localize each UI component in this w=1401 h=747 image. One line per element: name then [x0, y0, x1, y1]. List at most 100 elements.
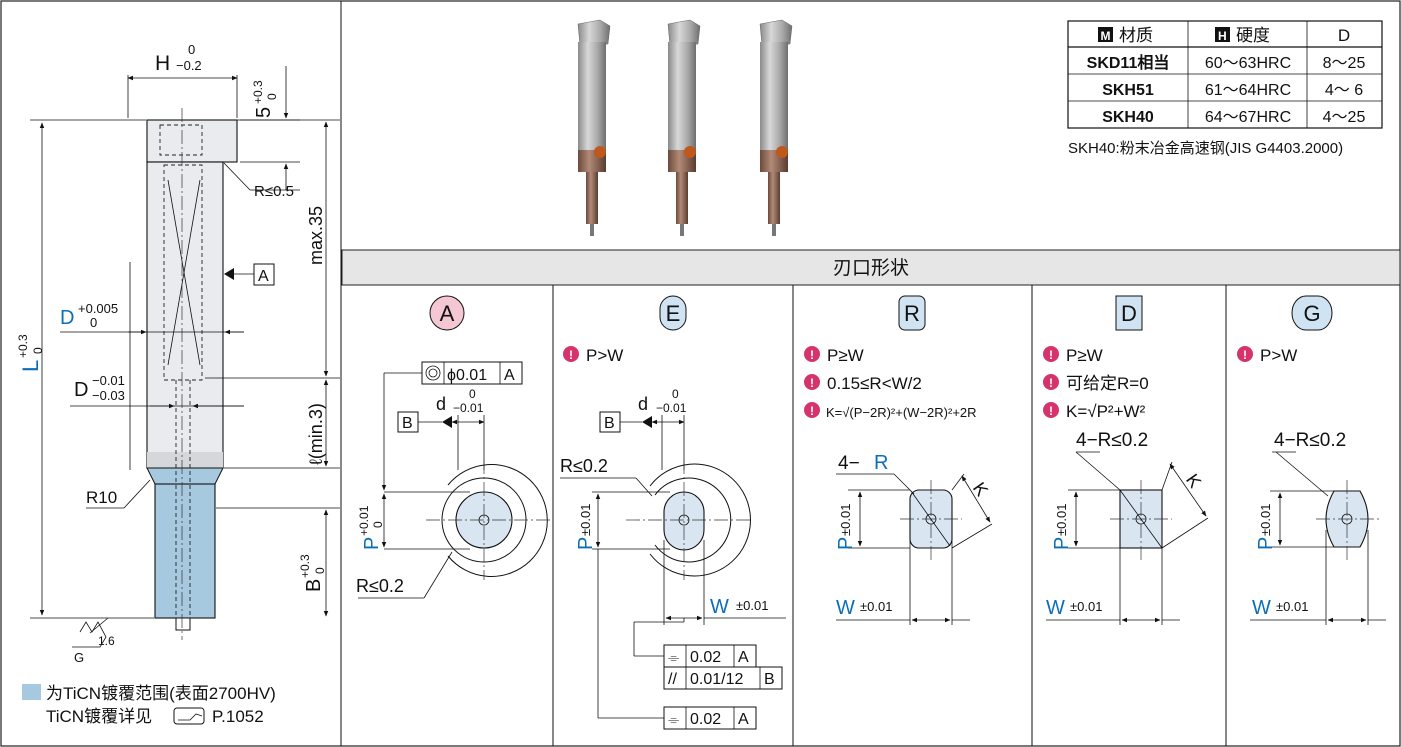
pointing-hand-icon	[173, 707, 205, 725]
caution-icon	[1043, 346, 1059, 362]
dim-h-upper: 0	[188, 42, 195, 57]
shape-badge-r: R	[898, 295, 926, 331]
svg-text:⌯: ⌯	[668, 649, 679, 665]
svg-text:B: B	[604, 415, 615, 432]
svg-text:⌯: ⌯	[668, 711, 679, 727]
svg-text:W: W	[836, 597, 855, 619]
caution-icon	[563, 346, 579, 362]
svg-text:G: G	[1303, 301, 1320, 326]
shape-g-drawing: 4−R≤0.2 P ±0.01 W ±0.01	[1250, 430, 1386, 625]
dim-d: D +0.005 0	[60, 262, 244, 470]
header-material: 材质	[1119, 26, 1153, 45]
dim-d2-upper: −0.01	[92, 373, 125, 388]
svg-text:!: !	[810, 348, 814, 362]
svg-text:R≤0.2: R≤0.2	[560, 456, 608, 476]
svg-text:E: E	[666, 301, 681, 326]
dim-b-lower: 0	[313, 567, 327, 574]
surface-value: 1.6	[98, 634, 115, 648]
svg-text:±0.01: ±0.01	[860, 599, 892, 614]
svg-text:R≤0.2: R≤0.2	[356, 576, 404, 596]
hardness-badge	[1215, 27, 1230, 42]
conditions-r: ! P≥W ! 0.15≤R<W/2 ! K=√(P−2R)²+(W−2R)²+…	[804, 346, 977, 420]
svg-text:!: !	[1243, 348, 1247, 362]
section-title: 刃口形状	[833, 257, 909, 279]
svg-text:P: P	[361, 537, 383, 550]
svg-text:B: B	[402, 415, 413, 432]
dim-h-label: H	[155, 52, 170, 75]
svg-text:A: A	[738, 649, 749, 666]
dim-d2: D −0.01 −0.03	[70, 373, 244, 409]
svg-text:P: P	[575, 537, 597, 550]
l-min-label: ℓ(min.3)	[306, 403, 326, 465]
row2-d: 4〜 6	[1325, 82, 1363, 99]
svg-text:P>W: P>W	[1260, 346, 1297, 365]
dim-d2-label: D	[74, 379, 88, 401]
svg-text:W: W	[1252, 597, 1271, 619]
shape-badge-d: D	[1115, 295, 1143, 331]
caution-icon	[1237, 346, 1253, 362]
svg-text:!: !	[810, 376, 814, 390]
svg-text:d: d	[436, 394, 446, 414]
dim-d-lower: 0	[90, 315, 97, 330]
dim-l-lower: 0	[31, 347, 45, 354]
row2-material: SKH51	[1102, 82, 1154, 99]
svg-text:±0.01: ±0.01	[1276, 599, 1308, 614]
svg-text:0: 0	[672, 387, 679, 401]
svg-text:K=√(P−2R)²+(W−2R)²+2R: K=√(P−2R)²+(W−2R)²+2R	[826, 405, 977, 420]
svg-text:P: P	[835, 537, 857, 550]
svg-text:W: W	[1046, 597, 1065, 619]
dim-max35: max.35	[205, 119, 340, 379]
surface-g-label: G	[74, 650, 84, 665]
svg-text:!: !	[1049, 404, 1053, 418]
svg-text:A: A	[738, 711, 749, 728]
svg-text:!: !	[1049, 376, 1053, 390]
svg-text:!: !	[569, 348, 573, 362]
hardness-badge-letter: H	[1218, 29, 1227, 43]
conditions-d: ! P≥W ! 可给定R=0 ! K=√P²+W²	[1043, 346, 1149, 421]
dim-5-label: 5	[253, 107, 275, 118]
dim-5-upper: +0.3	[251, 80, 265, 104]
shape-badge-a: A	[429, 295, 465, 331]
caution-icon	[1043, 402, 1059, 418]
svg-text:4−R≤0.2: 4−R≤0.2	[1274, 430, 1346, 451]
svg-text:−0.01: −0.01	[656, 401, 687, 415]
svg-text:ϕ0.01: ϕ0.01	[447, 367, 487, 384]
svg-text:D: D	[1121, 301, 1137, 326]
row3-material: SKH40	[1102, 109, 1154, 126]
svg-text:4−R≤0.2: 4−R≤0.2	[1076, 430, 1148, 451]
dim-d-upper: +0.005	[78, 301, 118, 316]
dim-l: L +0.3 0	[16, 119, 154, 619]
svg-text:±0.01: ±0.01	[578, 504, 593, 536]
caution-icon	[804, 346, 820, 362]
conditions-e: ! P>W	[563, 346, 623, 365]
svg-text:P: P	[1051, 537, 1073, 550]
coating-note: 为TiCN镀覆范围(表面2700HV)	[46, 684, 276, 703]
svg-text:K: K	[969, 479, 992, 500]
section-header-bar	[341, 249, 1401, 286]
dim-h: H 0 −0.2	[127, 42, 238, 118]
svg-text:!: !	[1049, 348, 1053, 362]
svg-text:0.02: 0.02	[690, 711, 721, 728]
svg-text:K: K	[1182, 470, 1205, 491]
material-badge	[1098, 27, 1113, 42]
svg-text:W: W	[710, 596, 729, 618]
row3-d: 4〜25	[1323, 109, 1366, 126]
coating-page-link[interactable]: P.1052	[212, 707, 264, 726]
svg-text:R: R	[904, 301, 920, 326]
shape-badge-e: E	[659, 295, 687, 331]
punch-photo-3	[759, 19, 793, 236]
header-hardness: 硬度	[1236, 26, 1270, 45]
dim-l-label: L	[18, 360, 43, 372]
dim-h-lower: −0.2	[176, 58, 202, 73]
coating-legend-swatch	[22, 684, 41, 700]
caution-icon	[804, 402, 820, 418]
coated-tip	[154, 483, 216, 619]
svg-text:0.02: 0.02	[690, 649, 721, 666]
svg-text:0: 0	[469, 387, 476, 401]
product-photos	[577, 19, 793, 236]
dim-5: 5 +0.3 0	[240, 66, 300, 190]
svg-text:±0.01: ±0.01	[838, 504, 853, 536]
svg-text://: //	[668, 671, 677, 688]
caution-icon	[1043, 374, 1059, 390]
